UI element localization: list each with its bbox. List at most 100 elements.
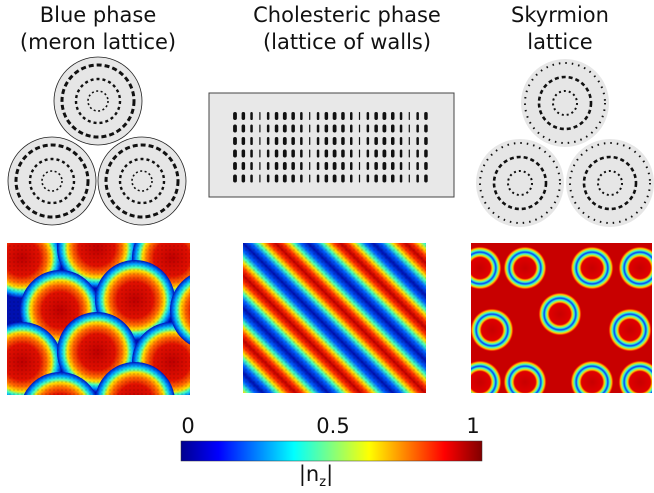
director-mark [274, 149, 279, 158]
director-mark [300, 112, 303, 120]
director-mark [266, 137, 270, 145]
director-mark [300, 137, 303, 145]
director-mark [309, 124, 311, 133]
skyrmion-ring [618, 360, 652, 393]
skyrmion-ring [471, 360, 502, 393]
director-mark [259, 162, 261, 170]
director-mark [324, 137, 329, 145]
director-mark [341, 174, 345, 183]
director-mark [316, 162, 320, 170]
director-mark [250, 149, 253, 158]
director-mark [259, 174, 261, 183]
director-mark [366, 137, 370, 145]
director-mark [341, 149, 345, 158]
director-mark [416, 162, 419, 170]
director-mark [399, 174, 403, 183]
director-mark [274, 124, 279, 133]
director-mark [309, 162, 311, 170]
director-mark [250, 124, 253, 133]
skyrmion-ring [503, 246, 547, 290]
director-mark [233, 124, 237, 133]
director-mark [382, 162, 387, 170]
cholesteric-phase-title-line-2: (lattice of walls) [262, 30, 432, 54]
director-mark [259, 149, 261, 158]
colorbar-tick-0: 0 [181, 414, 195, 438]
colorbar-label: |nz| [299, 462, 333, 490]
director-mark [241, 162, 246, 170]
colorbar-label-subscript: z [319, 475, 327, 491]
director-mark [332, 124, 337, 133]
skyrmion-ring [570, 360, 614, 393]
director-mark [391, 162, 395, 170]
cholesteric-phase-title: Cholesteric phase (lattice of walls) [210, 2, 484, 56]
director-mark [316, 124, 320, 133]
director-mark [266, 124, 270, 133]
director-mark [291, 137, 295, 145]
director-mark [233, 137, 237, 145]
director-mark [408, 162, 410, 170]
cholesteric-phase-title-line-1: Cholesteric phase [253, 3, 441, 27]
director-mark [309, 149, 311, 158]
skyrmion-rings [479, 62, 651, 224]
director-mark [332, 112, 337, 120]
director-mark [350, 174, 353, 183]
director-mark [241, 112, 246, 120]
director-mark [316, 112, 320, 120]
director-mark [358, 124, 361, 133]
director-mark [233, 112, 237, 120]
director-mark [300, 149, 303, 158]
director-mark [291, 174, 295, 183]
director-mark [358, 149, 361, 158]
director-mark [241, 149, 246, 158]
director-mark [350, 112, 353, 120]
director-mark [291, 124, 295, 133]
director-mark [316, 174, 320, 183]
director-mark [266, 149, 270, 158]
skyrmion-ring [618, 246, 652, 290]
director-mark [274, 137, 279, 145]
director-mark [332, 149, 337, 158]
director-mark [374, 124, 378, 133]
director-mark [374, 137, 378, 145]
skyrmion-title-line-2: lattice [527, 30, 593, 54]
director-mark [282, 124, 287, 133]
director-mark [341, 137, 345, 145]
director-mark [391, 112, 395, 120]
director-mark [408, 112, 410, 120]
skyrmion-schematic [476, 59, 654, 227]
director-mark [424, 149, 428, 158]
director-mark [266, 112, 270, 120]
director-mark [382, 124, 387, 133]
director-mark [416, 124, 419, 133]
director-mark [391, 149, 395, 158]
director-mark [374, 149, 378, 158]
director-mark [309, 174, 311, 183]
cholesteric-schematic-box [208, 92, 455, 198]
colorbar-tick-1: 1 [466, 414, 480, 438]
director-mark [241, 174, 246, 183]
director-mark [399, 137, 403, 145]
director-mark [250, 112, 253, 120]
director-mark [250, 174, 253, 183]
director-mark [309, 137, 311, 145]
director-mark [416, 149, 419, 158]
skyrmion-ring [538, 292, 582, 336]
director-mark [424, 162, 428, 170]
blue-phase-schematic [7, 56, 187, 226]
director-mark [282, 162, 287, 170]
director-mark [282, 137, 287, 145]
colorbar-label-end: | [326, 462, 334, 486]
director-mark [259, 112, 261, 120]
director-mark [324, 174, 329, 183]
director-mark [399, 124, 403, 133]
skyrmion-ring [608, 308, 652, 352]
director-mark [408, 149, 410, 158]
director-mark [391, 137, 395, 145]
director-mark [241, 137, 246, 145]
director-mark [399, 112, 403, 120]
director-mark [309, 112, 311, 120]
director-mark [416, 112, 419, 120]
director-mark [332, 174, 337, 183]
director-mark [366, 162, 370, 170]
director-mark [374, 174, 378, 183]
